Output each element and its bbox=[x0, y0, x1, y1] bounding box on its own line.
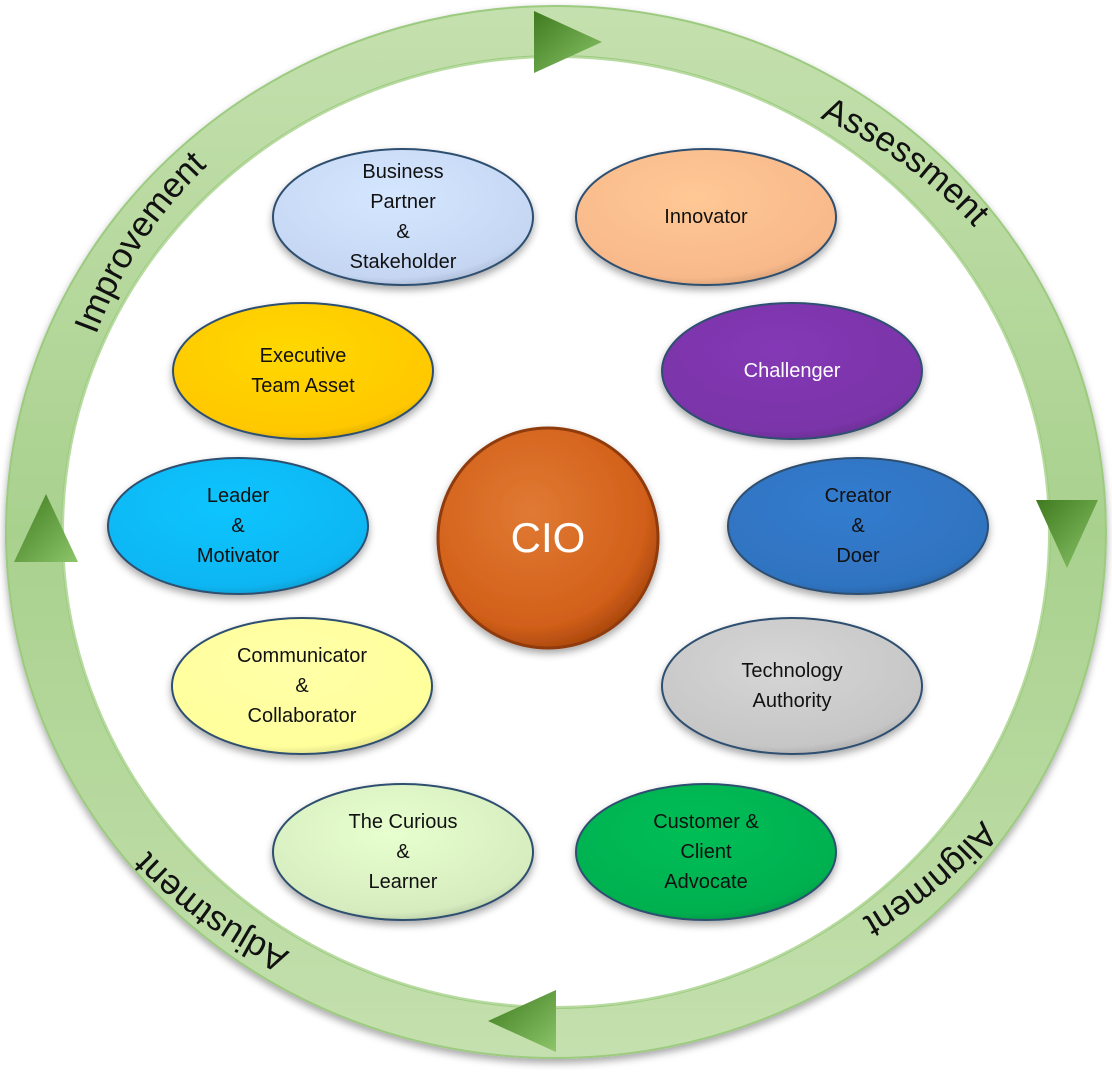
arrow-bottom-icon bbox=[488, 990, 556, 1052]
role-ellipse-curious-learner bbox=[272, 783, 534, 921]
role-ellipse-communicator-collaborator bbox=[171, 617, 433, 755]
role-ellipse-technology-authority bbox=[661, 617, 923, 755]
role-ellipse-customer-advocate bbox=[575, 783, 837, 921]
role-ellipse-innovator bbox=[575, 148, 837, 286]
role-shapes bbox=[107, 148, 989, 921]
role-ellipse-challenger bbox=[661, 302, 923, 440]
role-ellipse-creator-doer bbox=[727, 457, 989, 595]
cio-center-circle bbox=[436, 426, 660, 650]
arrow-right-icon bbox=[1036, 500, 1098, 568]
role-ellipse-executive-team-asset bbox=[172, 302, 434, 440]
role-ellipse-business-partner bbox=[272, 148, 534, 286]
arrow-left-icon bbox=[14, 494, 78, 562]
arrow-top-icon bbox=[534, 11, 602, 73]
role-ellipse-leader-motivator bbox=[107, 457, 369, 595]
cycle-arrows bbox=[14, 11, 1098, 1052]
